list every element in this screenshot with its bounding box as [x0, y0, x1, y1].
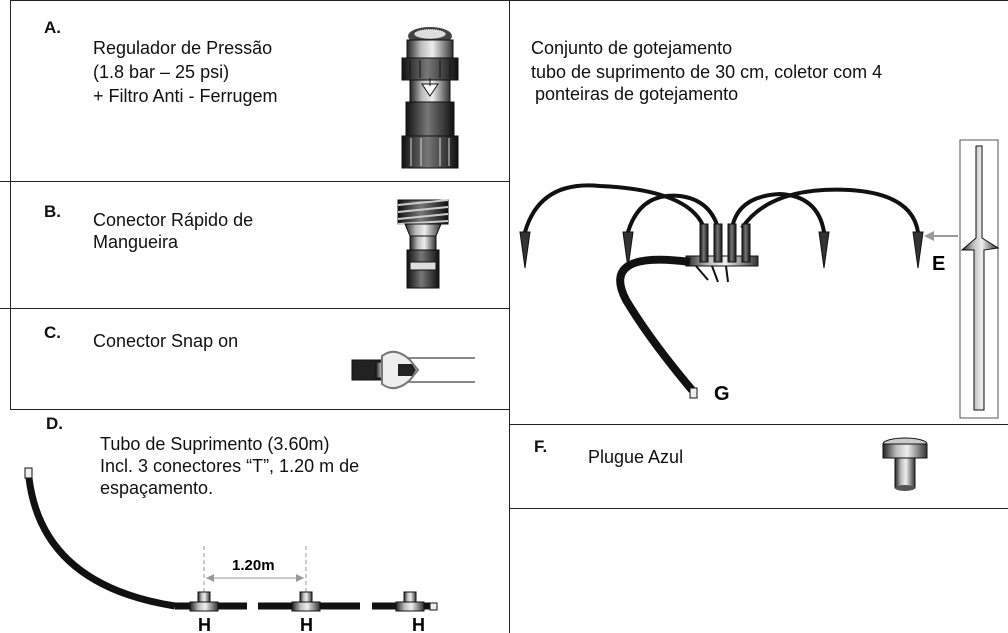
- section-f-letter: F.: [534, 437, 548, 456]
- tee-label-3: H: [412, 615, 425, 633]
- snap-on-connector-illustration: [351, 350, 475, 390]
- label-e: E: [932, 253, 945, 275]
- section-b-letter: B.: [44, 202, 61, 221]
- section-d-title: Tubo de Suprimento (3.60m): [100, 434, 330, 454]
- center-divider: [509, 0, 510, 633]
- section-a-letter: A.: [44, 18, 61, 37]
- tee-label-2: H: [300, 615, 313, 633]
- tee-connector-1: [189, 591, 219, 612]
- section-d-letter: D.: [46, 414, 63, 433]
- tee-connector-3: [395, 591, 438, 612]
- spacing-label: 1.20m: [232, 557, 275, 574]
- divider-b-c: [0, 308, 509, 309]
- drip-description-2: ponteiras de gotejamento: [535, 84, 739, 104]
- tee-label-1: H: [198, 615, 211, 633]
- tee-connector-2: [291, 591, 321, 612]
- divider-drip-f: [509, 424, 1008, 425]
- divider-a-b: [0, 181, 509, 182]
- section-f-title: Plugue Azul: [588, 447, 684, 467]
- blue-plug-illustration: [882, 437, 928, 491]
- section-a-pressure: (1.8 bar – 25 psi): [93, 62, 230, 82]
- divider-c-d: [10, 409, 509, 410]
- section-c-title: Conector Snap on: [93, 331, 239, 351]
- label-g: G: [714, 383, 730, 405]
- divider-f-empty: [509, 508, 1008, 509]
- drip-description-1: tubo de suprimento de 30 cm, coletor com…: [531, 62, 883, 82]
- left-column-border: [10, 0, 11, 410]
- section-d-spacing-text: espaçamento.: [100, 478, 214, 498]
- section-b-line1: Conector Rápido de: [93, 210, 254, 230]
- quick-connector-illustration: [397, 199, 449, 289]
- section-a-title: Regulador de Pressão: [93, 38, 273, 58]
- section-d-connectors: Incl. 3 conectores “T”, 1.20 m de: [100, 456, 360, 476]
- supply-tube-illustration: 1.20m H H H: [24, 467, 438, 633]
- section-b-line2: Mangueira: [93, 232, 179, 252]
- drip-title: Conjunto de gotejamento: [531, 38, 733, 58]
- section-a-filter: + Filtro Anti - Ferrugem: [93, 86, 278, 106]
- drip-set-illustration: E G: [519, 139, 1000, 419]
- pressure-regulator-illustration: [401, 27, 459, 169]
- section-c-letter: C.: [44, 323, 61, 342]
